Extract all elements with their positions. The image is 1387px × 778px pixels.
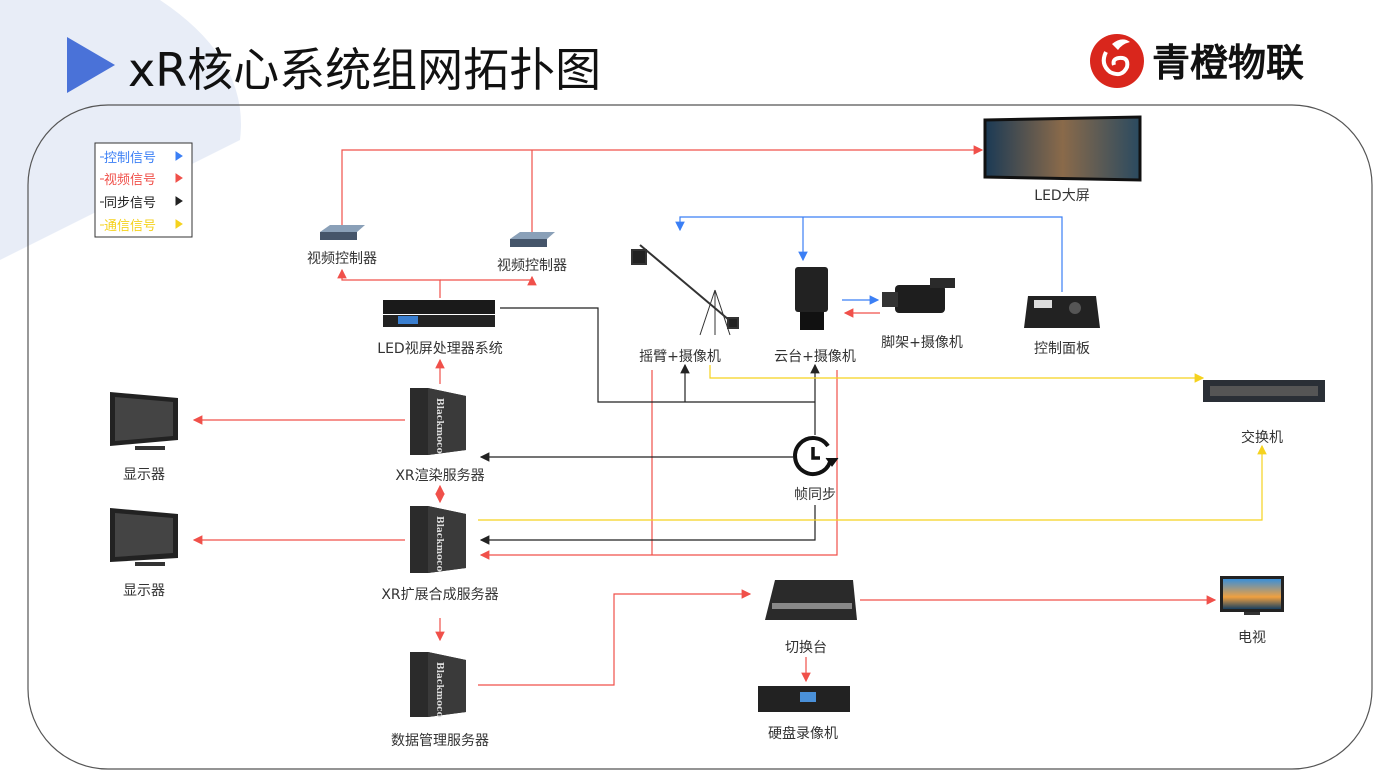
server-icon [410,506,466,573]
led-processor-icon [383,300,495,314]
xr-render-server: Blackmoco XR渲染服务器 [395,388,485,484]
background-decoration [0,0,241,260]
video-camera-icon [882,278,955,313]
led-processor: LED视屏处理器系统 [377,300,503,357]
server-brand-label: Blackmoco [434,662,444,718]
title-triangle-icon [67,37,115,93]
led-processor-label: LED视屏处理器系统 [377,341,502,357]
tripod-camera: 脚架+摄像机 [881,278,963,351]
legend: 控制信号 视频信号 同步信号 通信信号 [94,142,193,238]
crane-camera: 摇臂+摄像机 [631,244,739,365]
disk-recorder-label: 硬盘录像机 [768,725,838,742]
led-screen: LED大屏 [983,115,1142,204]
ptz-camera: 云台+摄像机 [774,267,856,365]
control-panel: 控制面板 [1024,296,1100,357]
xr-render-server-label: XR渲染服务器 [395,468,484,484]
svg-text:通信信号: 通信信号 [104,219,156,234]
network-switch-label: 交换机 [1241,429,1283,446]
led-screen-icon [983,115,1142,182]
xr-extend-server-label: XR扩展合成服务器 [381,587,498,603]
video-line-processor-to-controller1 [337,268,441,298]
video-controller-2: 视频控制器 [497,232,567,274]
logo: 青橙物联 [1090,34,1304,88]
logo-mark-icon [1090,34,1144,88]
video-line-data-to-switcher [478,589,752,686]
clock-sync-icon [793,436,839,476]
video-controller-1: 视频控制器 [307,225,377,267]
page-title: xR核心系统组网拓扑图 [128,43,601,97]
legend-item-sync: 同步信号 [100,196,183,211]
data-server-label: 数据管理服务器 [391,733,489,749]
monitor-1-label: 显示器 [123,467,165,483]
legend-item-video: 视频信号 [100,173,183,188]
frame-sync-label: 帧同步 [794,487,836,503]
comm-line-extend-to-switch [478,444,1267,521]
video-controller-2-label: 视频控制器 [497,258,567,274]
ptz-camera-icon [795,267,828,330]
server-icon [410,388,466,455]
video-controller-icon [510,239,547,247]
video-controller-icon [320,232,357,240]
crane-icon [631,244,739,336]
svg-text:同步信号: 同步信号 [104,196,156,211]
server-brand-label: Blackmoco [434,516,444,572]
svg-text:视频信号: 视频信号 [104,173,156,188]
monitor-icon [110,392,178,450]
xr-extend-server: Blackmoco XR扩展合成服务器 [381,506,499,603]
legend-item-control: 控制信号 [100,151,183,166]
disk-recorder: 硬盘录像机 [758,686,850,742]
frame-sync: 帧同步 [793,436,839,503]
data-server: Blackmoco 数据管理服务器 [391,652,489,749]
monitor-2-label: 显示器 [123,583,165,599]
svg-text:控制信号: 控制信号 [104,151,156,166]
video-switcher: 切换台 [765,580,857,656]
crane-camera-label: 摇臂+摄像机 [639,349,721,365]
tripod-camera-label: 脚架+摄像机 [881,335,963,351]
video-line-controller-to-led [341,145,984,225]
legend-item-comm: 通信信号 [100,219,183,234]
monitor-icon [110,508,178,566]
control-panel-label: 控制面板 [1034,341,1090,357]
tv: 电视 [1220,576,1284,646]
ptz-camera-label: 云台+摄像机 [774,349,856,365]
logo-text: 青橙物联 [1152,41,1304,85]
diagram-frame [27,104,1373,770]
video-switcher-label: 切换台 [785,639,827,656]
video-controller-1-label: 视频控制器 [307,251,377,267]
sync-line-processor [500,307,815,403]
server-icon [410,652,466,717]
monitor-2: 显示器 [110,508,178,599]
comm-line-crane-to-switch [709,365,1205,383]
network-switch: 交换机 [1203,380,1325,446]
video-line-processor-to-controller2 [440,275,537,286]
connections [192,145,1267,686]
led-screen-label: LED大屏 [1034,188,1089,204]
control-line-panel-to-crane [675,216,1063,292]
monitor-1: 显示器 [110,392,178,483]
video-line-cameras-to-extend [479,370,838,560]
server-brand-label: Blackmoco [434,398,444,454]
video-switcher-icon [765,580,857,620]
sync-line-to-extend [479,505,816,545]
tv-label: 电视 [1238,630,1266,646]
